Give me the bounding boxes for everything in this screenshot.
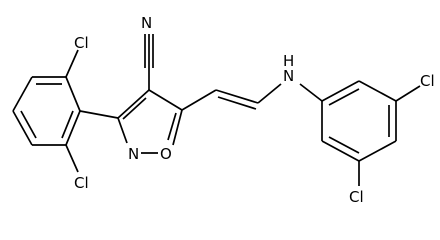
atom-cl-bottom: Cl [74, 174, 89, 192]
ring-bond-4-inner [20, 110, 37, 139]
atom-cl-right-top: Cl [420, 72, 435, 90]
ring-bond-1 [65, 76, 81, 112]
molecule-structure: N Cl Cl N H N O Cl Cl [12, 14, 435, 206]
nitrile-group [144, 34, 154, 90]
atom-n-ring: N [128, 145, 139, 163]
ring-bond-r2 [358, 80, 397, 102]
ring-bond-3 [12, 76, 33, 112]
bond-c3-n [117, 117, 128, 144]
bond-vinyl-nh [257, 83, 282, 104]
bond-c4-c5 [148, 89, 183, 111]
dichlorophenyl-left [12, 49, 119, 173]
atom-n-amine: N [283, 67, 294, 85]
ring-bond-r5 [321, 140, 360, 162]
atom-cl-right-bottom: Cl [349, 188, 364, 206]
bond-vinyl-double-2 [217, 96, 257, 110]
ring-bond-4 [12, 110, 33, 146]
bond-nh-aryl [299, 83, 323, 102]
atom-h-amine: H [283, 52, 294, 70]
bond-o-c5-double [167, 112, 177, 141]
atom-cl-top: Cl [74, 34, 89, 52]
dichlorophenyl-right [321, 80, 421, 186]
bond-c4-c3-double [122, 97, 147, 120]
molecule-canvas: N Cl Cl N H N O Cl Cl [12, 14, 435, 206]
ring-bond-6 [65, 110, 81, 146]
bond-cl-bottom [65, 144, 79, 173]
bond-cl-top [65, 49, 79, 78]
bond-c5-vinyl [181, 89, 217, 111]
ring-bond-r5-inner [328, 136, 360, 154]
ring-bond-r1-inner [328, 88, 360, 106]
bond-o-c5 [172, 109, 183, 146]
bond-vinyl-double [215, 89, 259, 104]
bond-c3-aryl [79, 110, 119, 119]
atom-n-nitrile: N [141, 14, 152, 32]
ring-bond-6-inner [61, 110, 74, 139]
bond-cl-right-top [395, 85, 421, 102]
ring-bond-r1 [321, 80, 360, 102]
isoxazole-ring [117, 89, 183, 154]
atom-o-ring: O [160, 145, 172, 163]
vinyl-linker [181, 83, 323, 111]
bond-c4-c3 [117, 89, 150, 119]
ring-bond-r4 [358, 140, 397, 162]
